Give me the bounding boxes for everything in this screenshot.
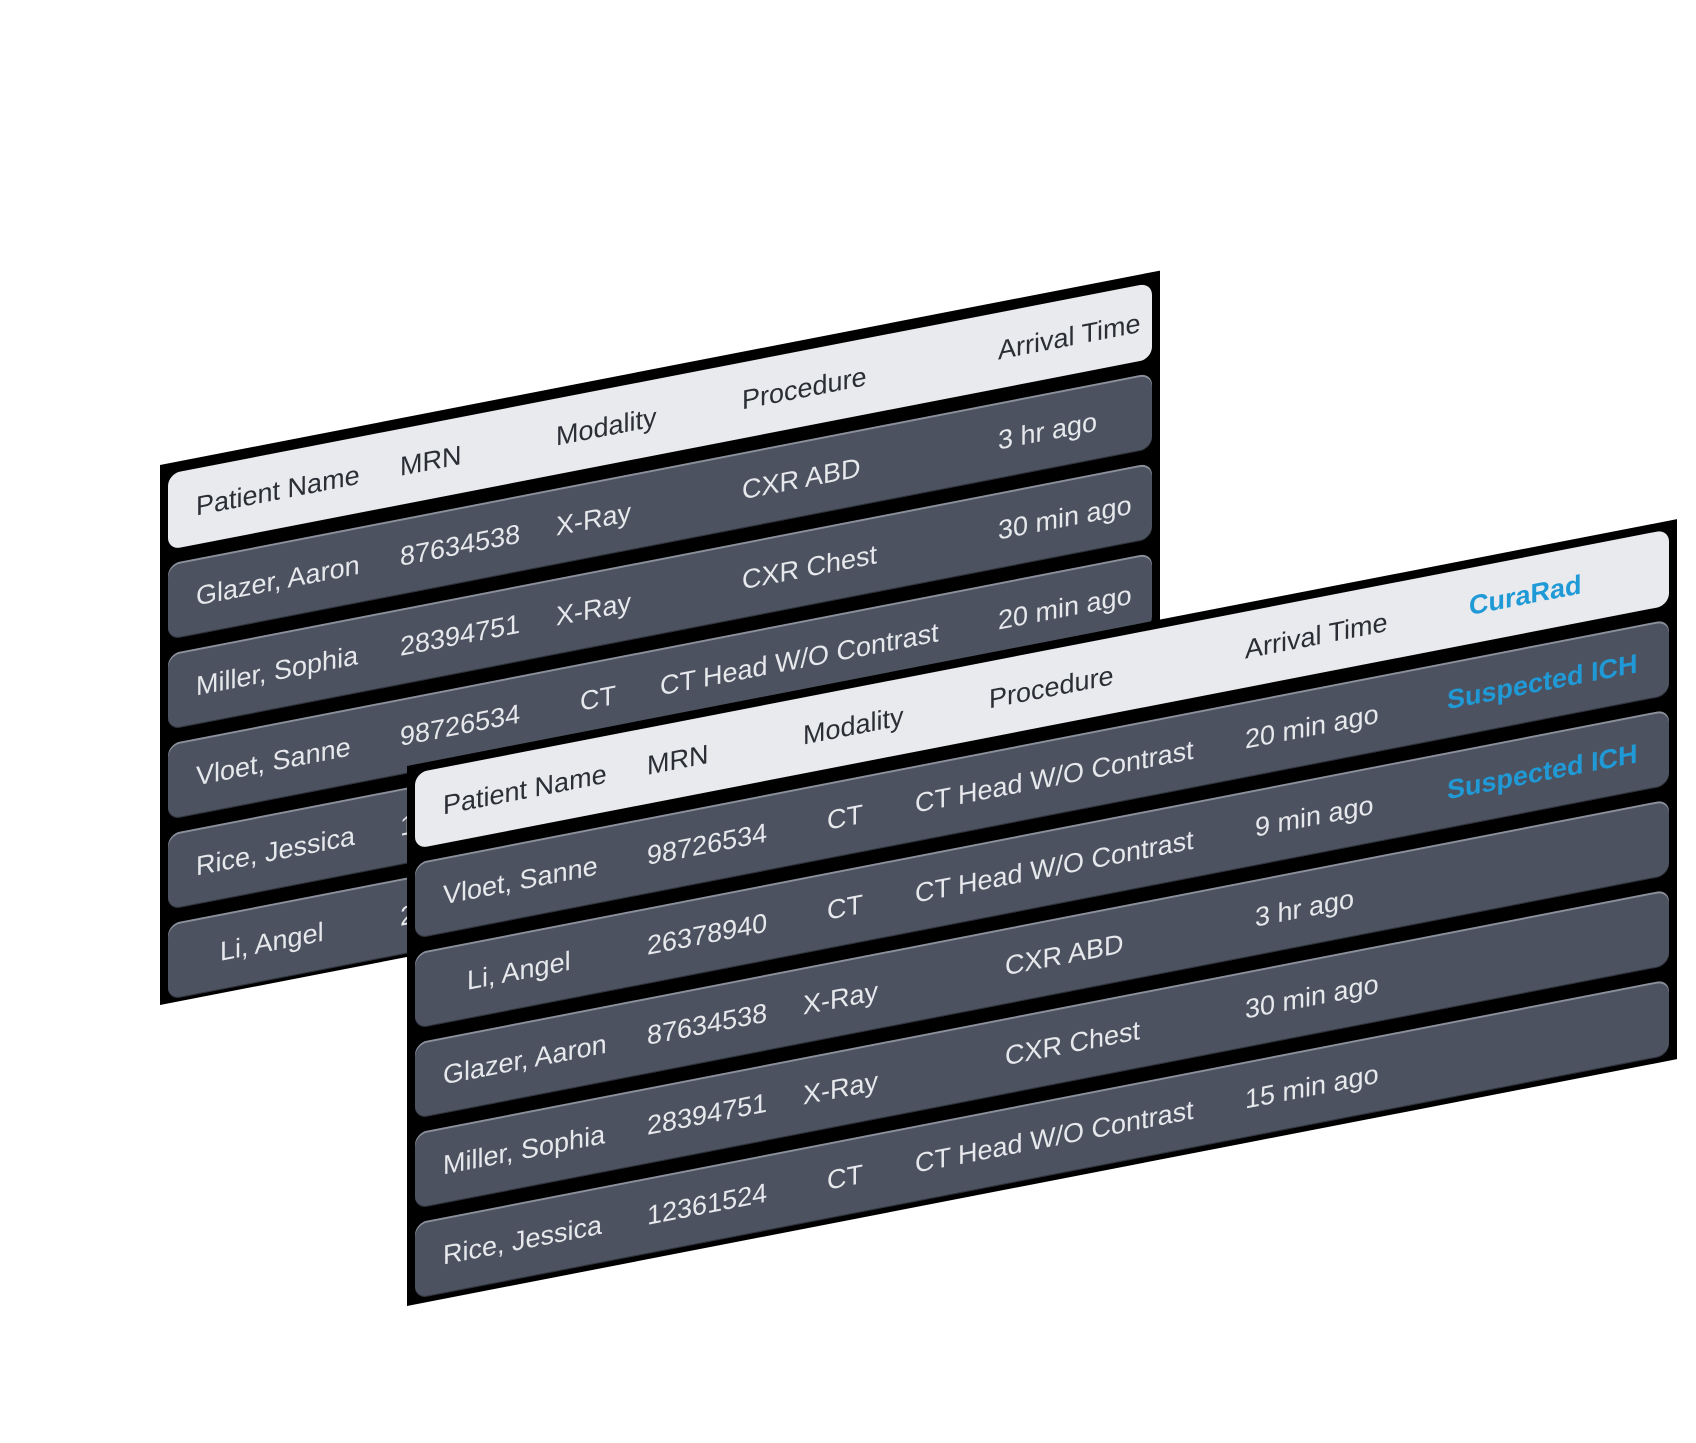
patient-name: Miller, Sophia	[443, 1119, 606, 1181]
header-patient-name[interactable]: Patient Name	[443, 758, 607, 821]
arrival-time: 15 min ago	[1245, 1058, 1379, 1115]
mrn: 26378940	[647, 907, 768, 961]
patient-name: Li, Angel	[467, 945, 571, 996]
procedure: CXR Chest	[1005, 1015, 1141, 1072]
mrn: 87634538	[647, 997, 768, 1051]
header-procedure[interactable]: Procedure	[742, 361, 867, 416]
header-mrn[interactable]: MRN	[647, 738, 709, 781]
mrn: 98726534	[400, 698, 521, 752]
patient-name: Rice, Jessica	[196, 820, 356, 882]
patient-name: Rice, Jessica	[443, 1209, 603, 1271]
arrival-time: 9 min ago	[1255, 789, 1374, 843]
mrn: 28394751	[647, 1087, 768, 1141]
modality: X-Ray	[803, 1065, 879, 1111]
header-procedure[interactable]: Procedure	[989, 660, 1114, 715]
mrn: 12361524	[647, 1177, 768, 1231]
header-arrival-time[interactable]: Arrival Time	[1245, 606, 1388, 665]
arrival-time: 30 min ago	[1245, 968, 1379, 1025]
header-modality[interactable]: Modality	[556, 402, 657, 452]
patient-name: Miller, Sophia	[196, 640, 359, 702]
header-arrival-time[interactable]: Arrival Time	[998, 307, 1141, 366]
arrival-time: 30 min ago	[998, 489, 1132, 546]
procedure: CXR ABD	[742, 452, 861, 506]
mrn: 98726534	[647, 817, 768, 871]
procedure: CXR ABD	[1005, 928, 1124, 982]
modality: CT	[580, 679, 616, 717]
header-curarad[interactable]: CuraRad	[1469, 569, 1582, 622]
header-patient-name[interactable]: Patient Name	[196, 459, 360, 522]
modality: X-Ray	[556, 586, 632, 632]
arrival-time: 20 min ago	[1245, 698, 1379, 755]
patient-name: Vloet, Sanne	[196, 731, 351, 792]
modality: X-Ray	[556, 496, 632, 542]
arrival-time: 3 hr ago	[1255, 883, 1355, 933]
patient-name: Vloet, Sanne	[443, 850, 598, 911]
arrival-time: 3 hr ago	[998, 406, 1098, 456]
ai-finding-badge[interactable]: Suspected ICH	[1447, 648, 1638, 716]
ai-finding-badge[interactable]: Suspected ICH	[1447, 738, 1638, 806]
procedure: CXR Chest	[742, 539, 878, 596]
modality: CT	[827, 798, 863, 836]
procedure: CT Head W/O Contrast	[915, 734, 1194, 819]
header-modality[interactable]: Modality	[803, 701, 904, 751]
mrn: 87634538	[400, 518, 521, 572]
header-mrn[interactable]: MRN	[400, 439, 462, 482]
modality: X-Ray	[803, 975, 879, 1021]
mrn: 28394751	[400, 608, 521, 662]
modality: CT	[827, 1158, 863, 1196]
patient-name: Glazer, Aaron	[443, 1028, 607, 1091]
modality: CT	[827, 888, 863, 926]
procedure: CT Head W/O Contrast	[915, 824, 1194, 909]
patient-name: Li, Angel	[220, 916, 324, 967]
patient-name: Glazer, Aaron	[196, 549, 360, 612]
procedure: CT Head W/O Contrast	[915, 1094, 1194, 1179]
